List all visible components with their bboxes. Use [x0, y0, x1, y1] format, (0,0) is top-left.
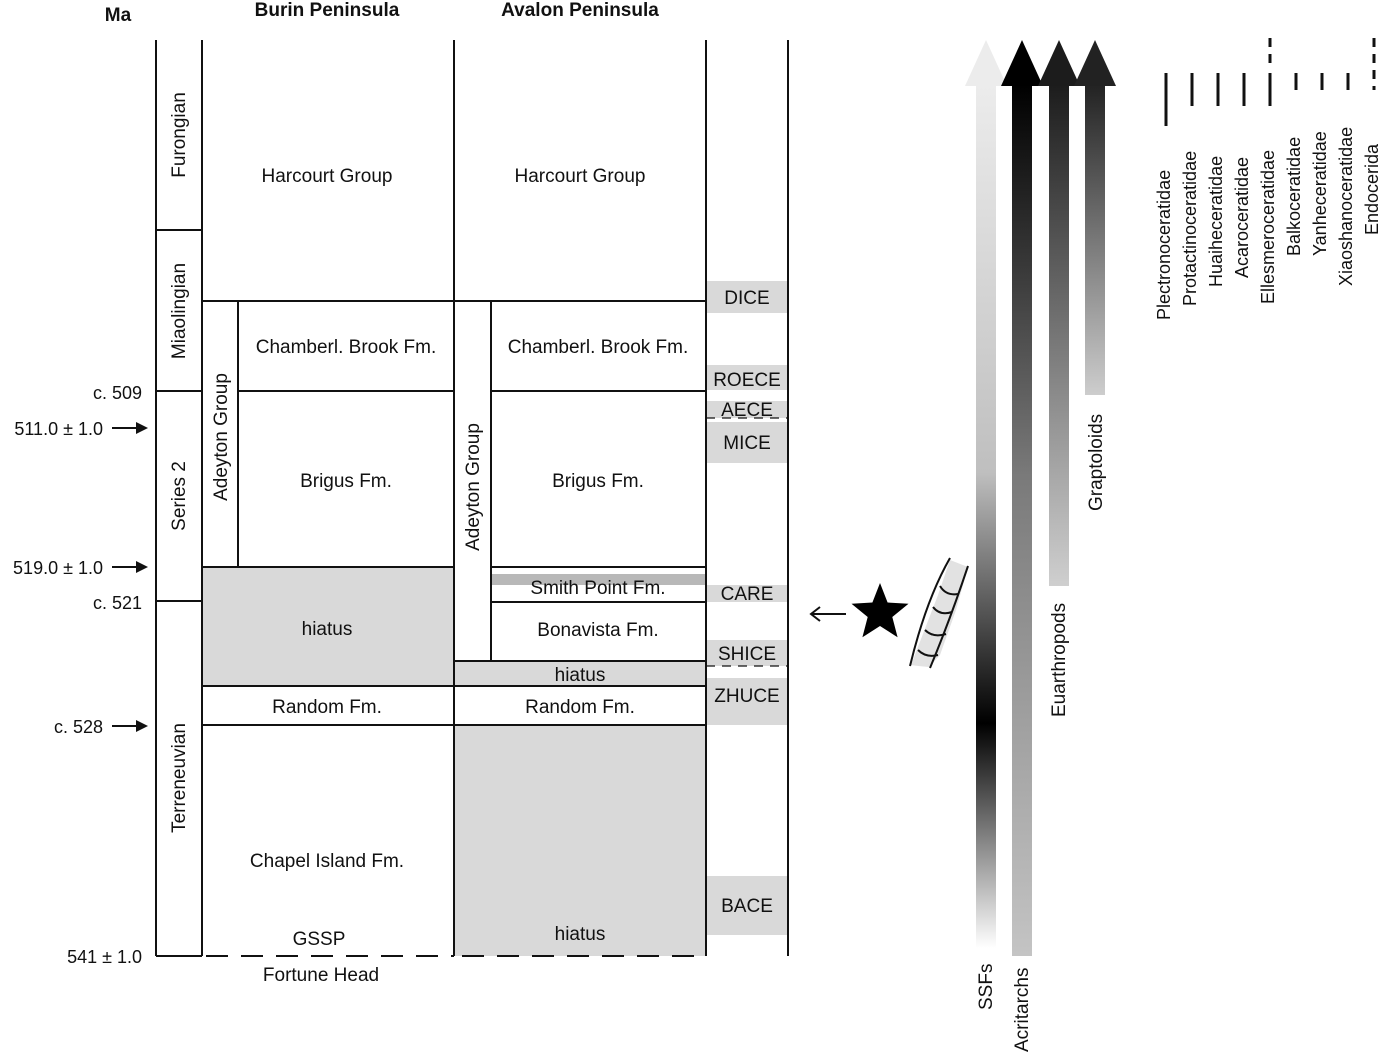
ma-header: Ma — [105, 5, 132, 26]
avalon-header: Avalon Peninsula — [501, 0, 659, 21]
event-zhuce: ZHUCE — [714, 686, 779, 707]
smith-point-grey-band — [491, 574, 706, 585]
zhuce-box — [707, 678, 787, 725]
taxon-label: Huaiheceratidae — [1206, 156, 1226, 287]
euarthropods-label: Euarthropods — [1049, 603, 1070, 717]
burin-fortune-head: Fortune Head — [263, 965, 379, 986]
acritarchs-range — [1001, 40, 1043, 956]
event-bace: BACE — [721, 896, 773, 917]
avalon-hiatus-upper: hiatus — [555, 665, 606, 686]
taxon-label: Xiaoshanoceratidae — [1336, 127, 1356, 286]
care-box — [707, 585, 787, 602]
burin-brigus: Brigus Fm. — [300, 471, 392, 492]
arrow-right-icon — [112, 561, 148, 573]
taxon-label: Plectronoceratidae — [1154, 170, 1174, 320]
burin-adeyton-group: Adeyton Group — [211, 373, 232, 501]
ssfs-range — [965, 40, 1007, 948]
burin-chapel-island: Chapel Island Fm. — [250, 851, 404, 872]
avalon-hiatus-lower: hiatus — [555, 924, 606, 945]
age-511: 511.0 ± 1.0 — [14, 419, 103, 439]
ssfs-label: SSFs — [976, 964, 997, 1010]
event-care: CARE — [721, 584, 774, 605]
arrow-left-icon — [809, 606, 846, 622]
bace-box — [707, 876, 787, 935]
graptoloids-range — [1074, 40, 1116, 395]
avalon-bonavista: Bonavista Fm. — [537, 620, 658, 641]
burin-header: Burin Peninsula — [255, 0, 400, 21]
event-shice: SHICE — [718, 644, 776, 665]
series-furongian: Furongian — [169, 92, 190, 178]
burin-gssp: GSSP — [293, 929, 346, 950]
taxon-label: Protactinoceratidae — [1180, 151, 1200, 306]
event-roece: ROECE — [713, 370, 781, 391]
taxon-label: Yanheceratidae — [1310, 131, 1330, 256]
avalon-hiatus-upper-fill — [454, 661, 706, 686]
star-icon — [851, 583, 909, 638]
burin-random: Random Fm. — [272, 697, 382, 718]
orthocone-fossil-icon — [909, 557, 969, 669]
taxa-range-bars — [1164, 38, 1376, 126]
arrow-right-icon — [112, 422, 148, 434]
avalon-smith-point: Smith Point Fm. — [530, 578, 665, 599]
series-2: Series 2 — [169, 461, 190, 531]
series-terreneuvian: Terreneuvian — [169, 723, 190, 833]
age-541: 541 ± 1.0 — [67, 947, 142, 967]
euarthropods-range — [1038, 40, 1080, 586]
series-miaolingian: Miaolingian — [169, 263, 190, 359]
age-519: 519.0 ± 1.0 — [13, 558, 103, 578]
age-c521: c. 521 — [93, 593, 142, 613]
graptoloids-label: Graptoloids — [1086, 414, 1107, 511]
arrow-right-icon — [112, 720, 148, 732]
taxon-label: Balkoceratidae — [1284, 137, 1304, 256]
avalon-brigus: Brigus Fm. — [552, 471, 644, 492]
shice-box — [707, 640, 787, 666]
burin-chamberl-brook: Chamberl. Brook Fm. — [256, 337, 437, 358]
star-marker — [809, 583, 909, 638]
taxa-labels: Plectronoceratidae Protactinoceratidae H… — [1154, 127, 1379, 320]
avalon-harcourt-group: Harcourt Group — [515, 166, 646, 187]
event-dice: DICE — [724, 288, 769, 309]
roece-box — [707, 365, 787, 390]
taxon-label: Ellesmeroceratidae — [1258, 150, 1278, 304]
taxon-label: Acaroceratidae — [1232, 157, 1252, 278]
dice-box — [707, 281, 787, 313]
avalon-hiatus-lower-fill — [454, 725, 706, 956]
avalon-adeyton-group: Adeyton Group — [463, 423, 484, 551]
avalon-chamberl-brook: Chamberl. Brook Fm. — [508, 337, 689, 358]
avalon-random: Random Fm. — [525, 697, 635, 718]
event-aece: AECE — [721, 400, 773, 421]
burin-hiatus-fill — [202, 567, 454, 686]
age-c509: c. 509 — [93, 383, 142, 403]
age-c528: c. 528 — [54, 717, 103, 737]
event-mice: MICE — [723, 433, 771, 454]
aece-box — [707, 401, 787, 418]
age-arrows — [112, 422, 148, 732]
mice-box — [707, 422, 787, 463]
column-lines — [155, 40, 789, 957]
burin-harcourt-group: Harcourt Group — [262, 166, 393, 187]
acritarchs-label: Acritarchs — [1012, 968, 1033, 1052]
taxon-label: Endocerida — [1362, 143, 1379, 235]
burin-hiatus: hiatus — [302, 619, 353, 640]
